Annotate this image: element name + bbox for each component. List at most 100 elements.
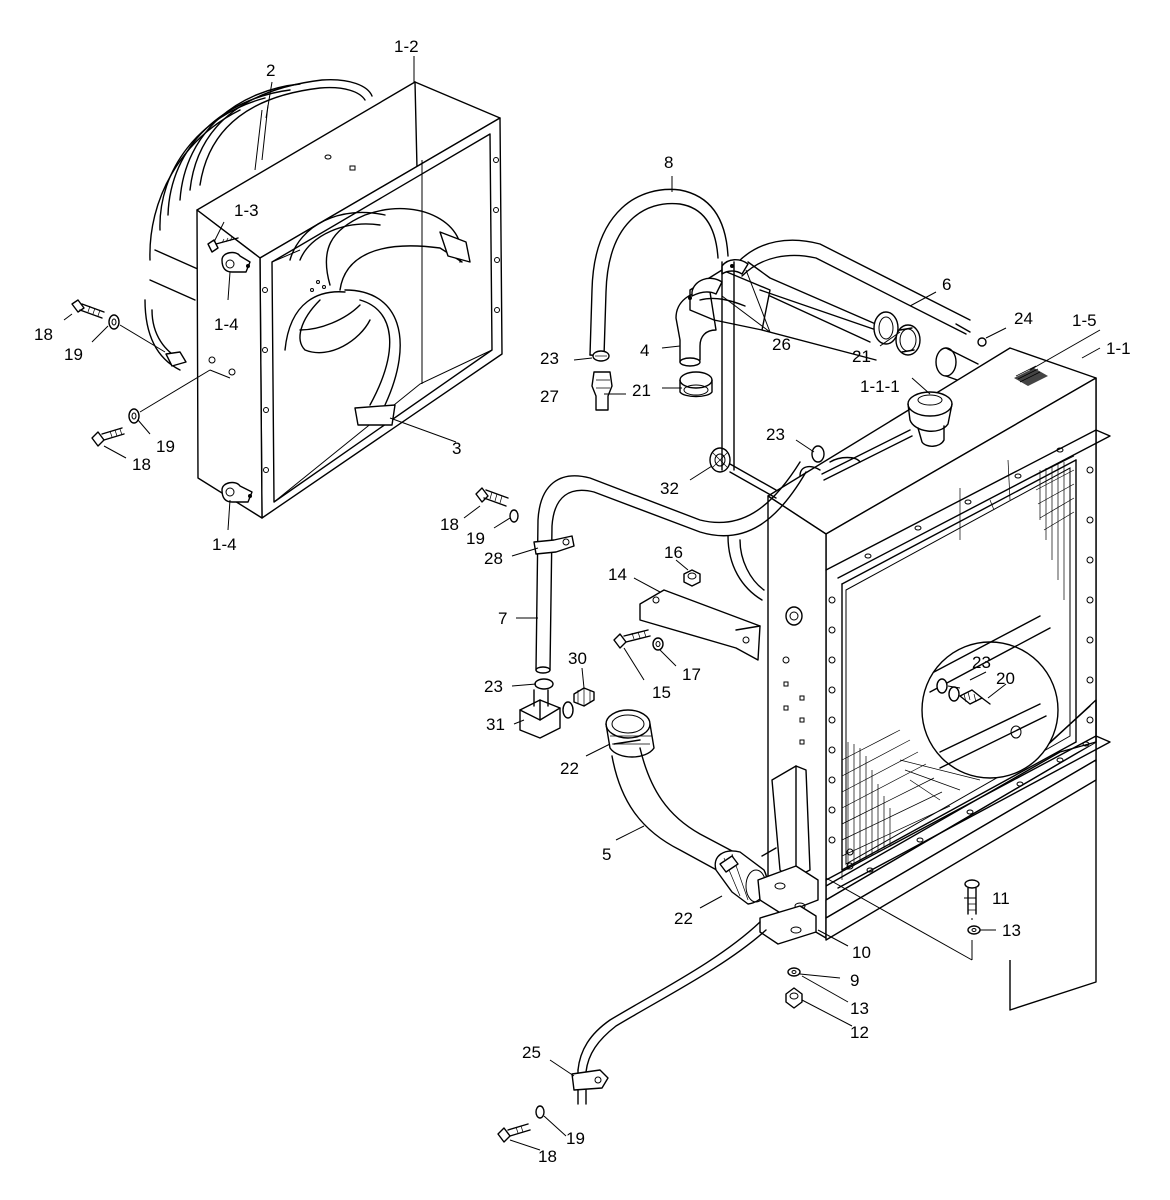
label-4: 4	[640, 341, 649, 360]
radiator-mesh	[841, 455, 1075, 880]
label-1-1: 1-1	[1106, 339, 1131, 358]
label-19-lower-left: 19	[156, 437, 175, 456]
label-23-detail: 23	[972, 653, 991, 672]
elbow-31	[519, 689, 574, 739]
label-27: 27	[540, 387, 559, 406]
label-23-lower: 23	[484, 677, 503, 696]
washer-13-right	[967, 925, 981, 935]
label-22-upper: 22	[560, 759, 579, 778]
bolt-1-3	[207, 236, 239, 253]
hose-clamp-22-lower	[714, 850, 768, 905]
label-28: 28	[484, 549, 503, 568]
vertical-tube	[721, 261, 765, 601]
fan-blades	[284, 207, 471, 426]
filler-neck-32	[709, 447, 777, 499]
hose-5	[611, 739, 735, 875]
overflow-pipe	[799, 429, 913, 481]
bolt-18-upper-left	[71, 299, 105, 319]
label-19-bottom: 19	[566, 1129, 585, 1148]
mount-bracket-10	[757, 765, 819, 945]
washer-19-lower-left	[128, 408, 140, 424]
fitting-30	[573, 687, 595, 707]
name-plate	[1014, 365, 1048, 386]
label-21-left: 21	[632, 381, 651, 400]
label-1-4-top: 1-4	[214, 315, 239, 334]
washer-19-upper-left	[108, 314, 120, 330]
label-18-lower-left: 18	[132, 455, 151, 474]
label-22-lower: 22	[674, 909, 693, 928]
bolt-18-middle	[475, 487, 509, 507]
label-24: 24	[1014, 309, 1033, 328]
fitting-27	[591, 371, 613, 411]
leader-lines	[63, 56, 1101, 1151]
label-5: 5	[602, 845, 611, 864]
bracket-14	[639, 589, 761, 661]
label-23-cap: 23	[766, 425, 785, 444]
bolt-18-bottom	[497, 1123, 531, 1143]
label-31: 31	[486, 715, 505, 734]
label-1-2: 1-2	[394, 37, 419, 56]
fitting-24	[955, 323, 987, 347]
label-32: 32	[660, 479, 679, 498]
clamp-23-cap-pipe	[811, 445, 825, 463]
hose-clamp-21-left	[679, 371, 713, 398]
washer-19-middle	[509, 509, 519, 523]
bolt-18-lower-left	[91, 427, 125, 447]
label-1-3: 1-3	[234, 201, 259, 220]
pipe-right-to-radiator	[759, 289, 899, 361]
label-18-middle: 18	[440, 515, 459, 534]
label-30: 30	[568, 649, 587, 668]
radiator-cap	[907, 391, 953, 447]
nut-12	[785, 987, 803, 1009]
pipe-7	[535, 461, 807, 674]
label-7: 7	[498, 609, 507, 628]
label-15: 15	[652, 683, 671, 702]
bolt-15	[613, 629, 651, 649]
mount-boss	[785, 606, 803, 626]
clamp-bottom	[221, 481, 253, 503]
label-14: 14	[608, 565, 627, 584]
label-18-upper-left: 18	[34, 325, 53, 344]
fan-shroud	[196, 81, 503, 519]
radiator-frame-holes	[828, 447, 1094, 873]
label-19-middle: 19	[466, 529, 485, 548]
label-18-bottom: 18	[538, 1147, 557, 1166]
washer-19-bottom	[535, 1105, 545, 1119]
label-3: 3	[452, 439, 461, 458]
label-8: 8	[664, 153, 673, 172]
label-25: 25	[522, 1043, 541, 1062]
label-10: 10	[852, 943, 871, 962]
label-1-5: 1-5	[1072, 311, 1097, 330]
hose-clamp-21-right	[895, 324, 921, 356]
hose-clamp-22-upper	[605, 709, 655, 758]
label-9: 9	[850, 971, 859, 990]
detail-inset	[921, 615, 1059, 779]
nut-16	[683, 569, 701, 587]
clamp-top	[221, 251, 251, 273]
pipe-clamp-28	[533, 535, 575, 555]
clamp-23-lower	[534, 678, 554, 690]
label-13-right: 13	[1002, 921, 1021, 940]
label-23-upper: 23	[540, 349, 559, 368]
tube-clamp-25	[571, 1069, 609, 1091]
bolt-11	[964, 879, 980, 915]
hose-8	[589, 188, 729, 357]
hose-6-and-pipe	[737, 239, 971, 343]
label-17: 17	[682, 665, 701, 684]
label-6: 6	[942, 275, 951, 294]
label-21-right: 21	[852, 347, 871, 366]
radiator-side-holes	[782, 656, 805, 745]
clamp-23-upper	[592, 350, 610, 362]
label-1-1-1: 1-1-1	[860, 377, 900, 396]
washer-9	[787, 967, 801, 977]
label-20: 20	[996, 669, 1015, 688]
label-11: 11	[992, 889, 1010, 908]
label-26: 26	[772, 335, 791, 354]
part-labels: 1-2 2 1-3 1-4 1-4 18 19 18 19 3 8 23 4 2…	[34, 37, 1131, 1166]
hose-clamps-26	[688, 259, 749, 300]
label-13-lower: 13	[850, 999, 869, 1018]
label-19-upper-left: 19	[64, 345, 83, 364]
hose-4	[675, 269, 771, 367]
washer-17	[652, 637, 664, 651]
